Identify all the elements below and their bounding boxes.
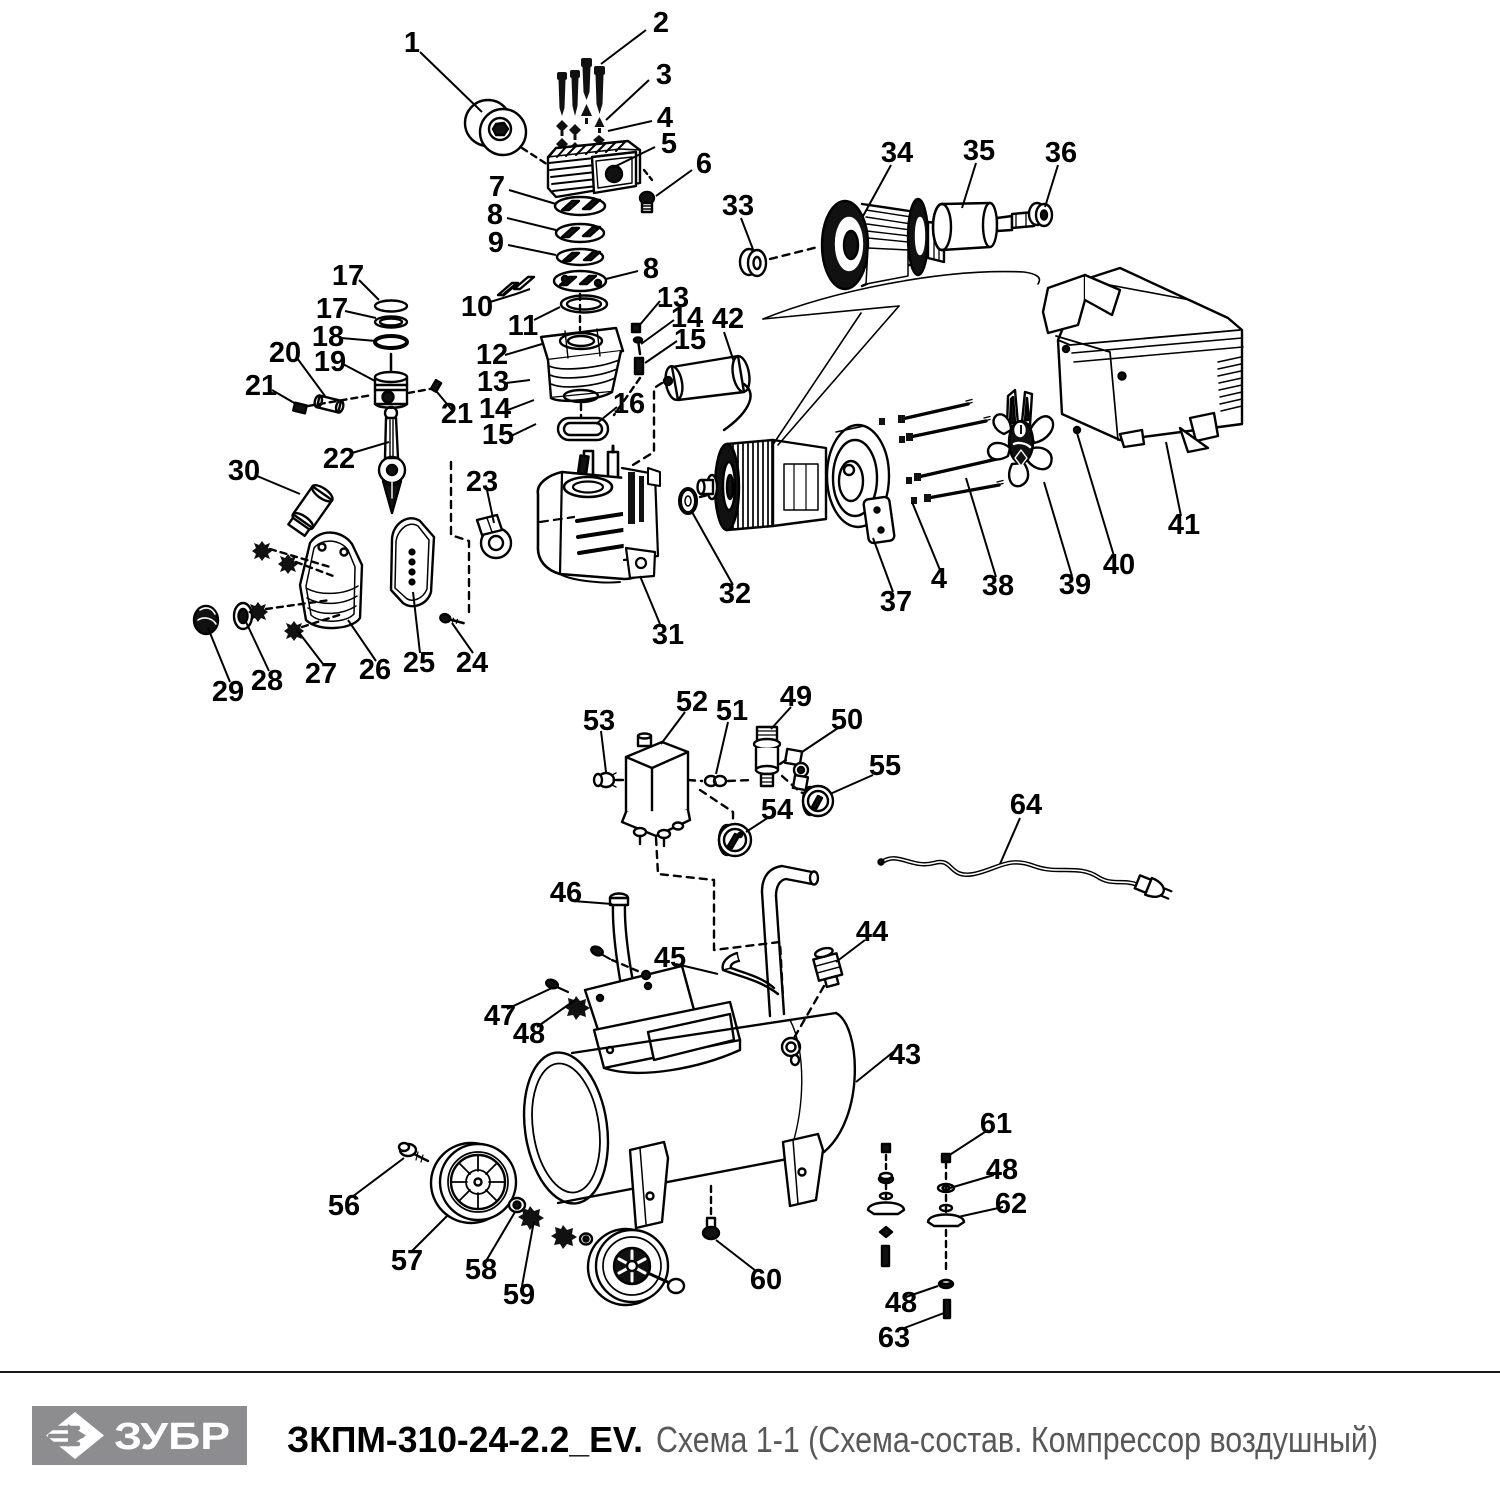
svg-text:33: 33 xyxy=(722,190,754,222)
svg-text:42: 42 xyxy=(712,303,744,335)
svg-text:21: 21 xyxy=(245,370,277,402)
svg-text:15: 15 xyxy=(482,419,514,451)
svg-text:49: 49 xyxy=(780,681,812,713)
svg-text:30: 30 xyxy=(228,455,260,487)
svg-text:17: 17 xyxy=(316,293,348,325)
svg-text:13: 13 xyxy=(657,282,689,314)
svg-text:6: 6 xyxy=(696,148,712,180)
svg-text:9: 9 xyxy=(488,227,504,259)
svg-text:4: 4 xyxy=(931,563,947,595)
svg-text:47: 47 xyxy=(484,1000,516,1032)
svg-text:58: 58 xyxy=(465,1254,497,1286)
svg-text:36: 36 xyxy=(1045,137,1077,169)
svg-text:8: 8 xyxy=(643,253,659,285)
svg-text:1: 1 xyxy=(404,27,420,59)
svg-text:13: 13 xyxy=(477,366,509,398)
svg-text:38: 38 xyxy=(982,570,1014,602)
svg-text:24: 24 xyxy=(456,647,488,679)
svg-text:15: 15 xyxy=(674,324,706,356)
svg-text:56: 56 xyxy=(328,1190,360,1222)
svg-text:43: 43 xyxy=(889,1039,921,1071)
svg-text:48: 48 xyxy=(513,1018,545,1050)
svg-text:64: 64 xyxy=(1010,789,1042,821)
svg-text:17: 17 xyxy=(332,260,364,292)
svg-text:41: 41 xyxy=(1168,509,1200,541)
svg-text:7: 7 xyxy=(489,171,505,203)
svg-text:45: 45 xyxy=(654,942,686,974)
svg-text:23: 23 xyxy=(466,466,498,498)
svg-text:52: 52 xyxy=(676,686,708,718)
svg-text:60: 60 xyxy=(750,1264,782,1296)
svg-text:61: 61 xyxy=(980,1108,1012,1140)
svg-text:46: 46 xyxy=(550,877,582,909)
svg-text:20: 20 xyxy=(269,337,301,369)
svg-text:27: 27 xyxy=(305,658,337,690)
svg-text:10: 10 xyxy=(461,291,493,323)
svg-text:5: 5 xyxy=(661,128,677,160)
svg-text:14: 14 xyxy=(479,393,511,425)
svg-text:Схема 1-1 (Схема-состав. Компр: Схема 1-1 (Схема-состав. Компрессор возд… xyxy=(656,1419,1378,1460)
svg-text:34: 34 xyxy=(881,137,913,169)
svg-text:48: 48 xyxy=(885,1287,917,1319)
svg-text:40: 40 xyxy=(1103,549,1135,581)
svg-text:ЗУБР: ЗУБР xyxy=(114,1416,230,1458)
svg-text:54: 54 xyxy=(761,794,793,826)
svg-text:14: 14 xyxy=(671,302,703,334)
svg-text:12: 12 xyxy=(476,339,508,371)
svg-text:31: 31 xyxy=(652,619,684,651)
svg-text:53: 53 xyxy=(583,705,615,737)
svg-text:62: 62 xyxy=(995,1188,1027,1220)
svg-text:37: 37 xyxy=(880,586,912,618)
svg-text:44: 44 xyxy=(856,916,888,948)
svg-text:29: 29 xyxy=(212,676,244,708)
svg-text:63: 63 xyxy=(878,1322,910,1354)
svg-text:57: 57 xyxy=(391,1245,423,1277)
svg-text:2: 2 xyxy=(653,7,669,39)
svg-text:26: 26 xyxy=(359,654,391,686)
svg-text:19: 19 xyxy=(314,346,346,378)
svg-text:59: 59 xyxy=(503,1279,535,1311)
svg-text:11: 11 xyxy=(508,310,539,342)
svg-text:32: 32 xyxy=(719,578,751,610)
svg-text:35: 35 xyxy=(963,135,995,167)
svg-text:16: 16 xyxy=(613,388,645,420)
svg-text:18: 18 xyxy=(312,321,344,353)
svg-text:8: 8 xyxy=(487,199,503,231)
svg-text:3: 3 xyxy=(656,59,672,91)
svg-text:39: 39 xyxy=(1059,569,1091,601)
svg-text:51: 51 xyxy=(716,695,748,727)
svg-text:55: 55 xyxy=(869,750,901,782)
svg-text:22: 22 xyxy=(323,443,355,475)
svg-text:ЗКПМ-310-24-2.2_EV.: ЗКПМ-310-24-2.2_EV. xyxy=(287,1419,643,1460)
svg-text:25: 25 xyxy=(403,647,435,679)
svg-text:48: 48 xyxy=(986,1154,1018,1186)
svg-text:4: 4 xyxy=(657,102,673,134)
svg-text:28: 28 xyxy=(251,665,283,697)
svg-text:21: 21 xyxy=(441,398,473,430)
svg-text:50: 50 xyxy=(831,704,863,736)
